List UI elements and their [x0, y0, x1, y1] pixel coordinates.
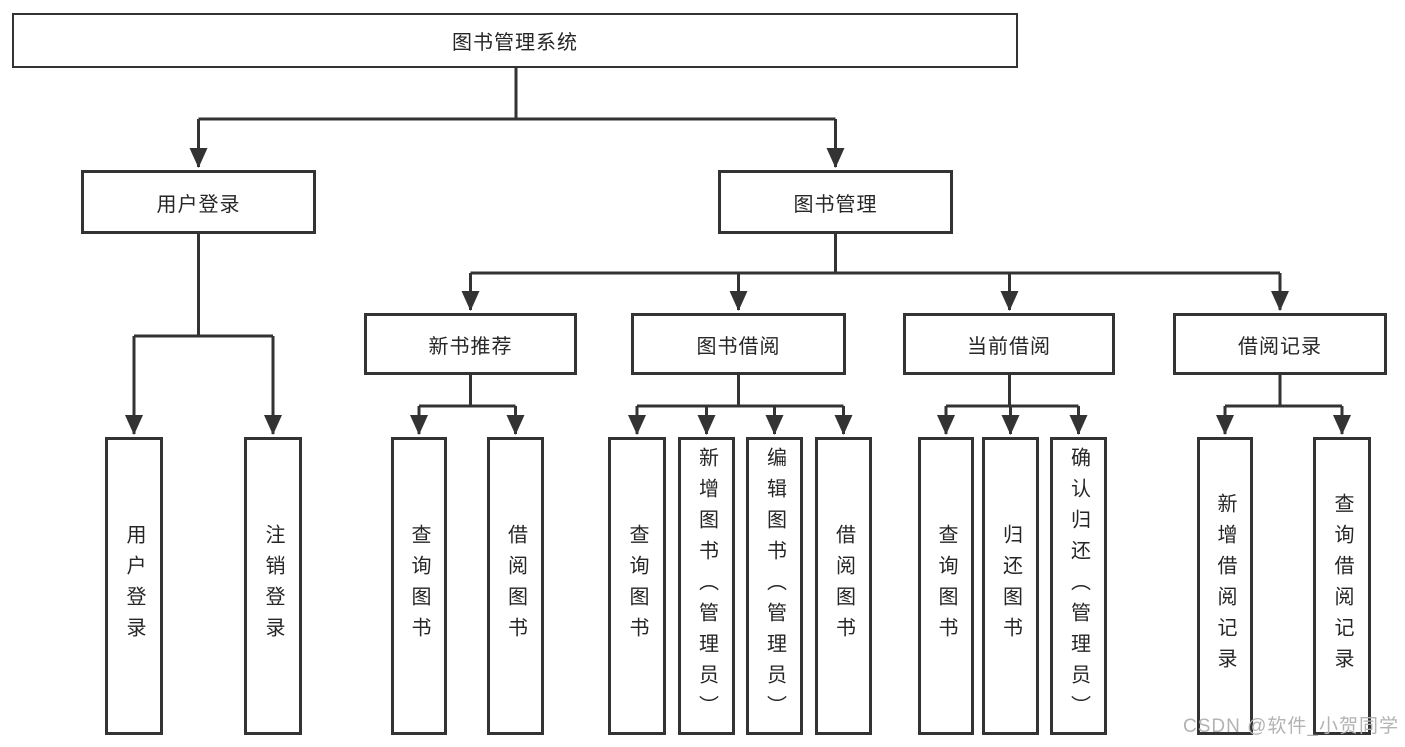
leaf-confirm-return-admin: 确认归还（管理员）	[1050, 437, 1107, 735]
leaf-label: 查询图书	[626, 524, 648, 648]
leaf-query-books-borrowing: 查询图书	[608, 437, 666, 735]
node-borrowing-records: 借阅记录	[1173, 313, 1387, 375]
leaf-query-books-current: 查询图书	[918, 437, 974, 735]
leaf-edit-books-admin: 编辑图书（管理员）	[746, 437, 803, 735]
leaf-user-login: 用户登录	[105, 437, 163, 735]
leaf-label: 用户登录	[123, 524, 145, 648]
node-user-login-branch: 用户登录	[81, 170, 316, 234]
leaf-label: 借阅图书	[504, 524, 527, 648]
node-new-book-recommendation: 新书推荐	[364, 313, 577, 375]
leaf-logout: 注销登录	[244, 437, 302, 735]
leaf-label: 确认归还（管理员）	[1067, 446, 1090, 726]
leaf-borrow-books: 借阅图书	[815, 437, 872, 735]
leaf-return-books: 归还图书	[982, 437, 1039, 735]
leaf-label: 注销登录	[262, 524, 284, 648]
leaf-add-borrow-record: 新增借阅记录	[1197, 437, 1253, 735]
leaf-label: 借阅图书	[832, 524, 855, 648]
leaf-borrow-books-recommend: 借阅图书	[487, 437, 544, 735]
node-book-borrowing: 图书借阅	[631, 313, 846, 375]
node-book-management: 图书管理	[718, 170, 953, 234]
leaf-label: 新增图书（管理员）	[695, 446, 718, 726]
csdn-watermark: CSDN @软件_小贺同学	[1183, 716, 1399, 737]
leaf-label: 编辑图书（管理员）	[763, 446, 786, 726]
node-root-library-system: 图书管理系统	[12, 13, 1018, 68]
leaf-query-books-recommend: 查询图书	[391, 437, 447, 735]
node-current-borrowing: 当前借阅	[903, 313, 1115, 375]
leaf-label: 查询借阅记录	[1331, 493, 1353, 679]
leaf-label: 查询图书	[935, 524, 957, 648]
leaf-query-borrow-record: 查询借阅记录	[1313, 437, 1371, 735]
leaf-label: 新增借阅记录	[1214, 493, 1236, 679]
leaf-label: 归还图书	[999, 524, 1022, 648]
leaf-add-books-admin: 新增图书（管理员）	[678, 437, 735, 735]
leaf-label: 查询图书	[408, 524, 430, 648]
